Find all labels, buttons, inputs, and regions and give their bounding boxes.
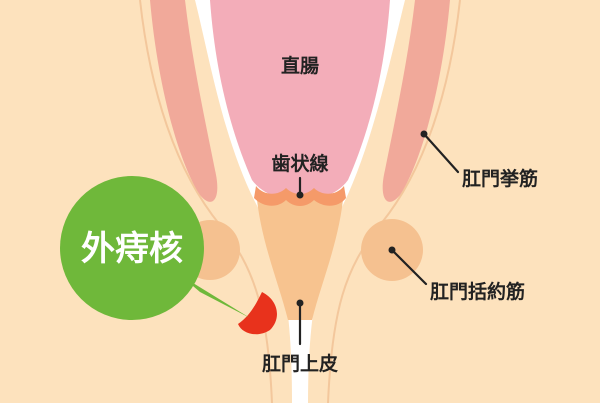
rectum bbox=[210, 0, 390, 200]
right-buttock bbox=[308, 0, 600, 403]
label-sphincter: 肛門括約筋 bbox=[430, 280, 525, 303]
levator-ani-right bbox=[382, 0, 450, 202]
dentate-dot bbox=[296, 191, 304, 199]
levator-ani-left bbox=[150, 0, 218, 202]
label-levator-ani: 肛門挙筋 bbox=[462, 167, 538, 190]
callout-bubble bbox=[60, 176, 204, 320]
label-dentate-line: 歯状線 bbox=[271, 152, 328, 175]
callout-text: 外痔核 bbox=[81, 229, 183, 269]
anal-canal bbox=[256, 190, 344, 320]
levator-leader bbox=[422, 132, 460, 174]
callout-tail bbox=[180, 275, 250, 318]
hemorrhoid bbox=[238, 292, 277, 335]
sphincter-leader bbox=[390, 248, 428, 286]
label-anoderm: 肛門上皮 bbox=[262, 352, 338, 375]
label-rectum: 直腸 bbox=[281, 54, 319, 77]
